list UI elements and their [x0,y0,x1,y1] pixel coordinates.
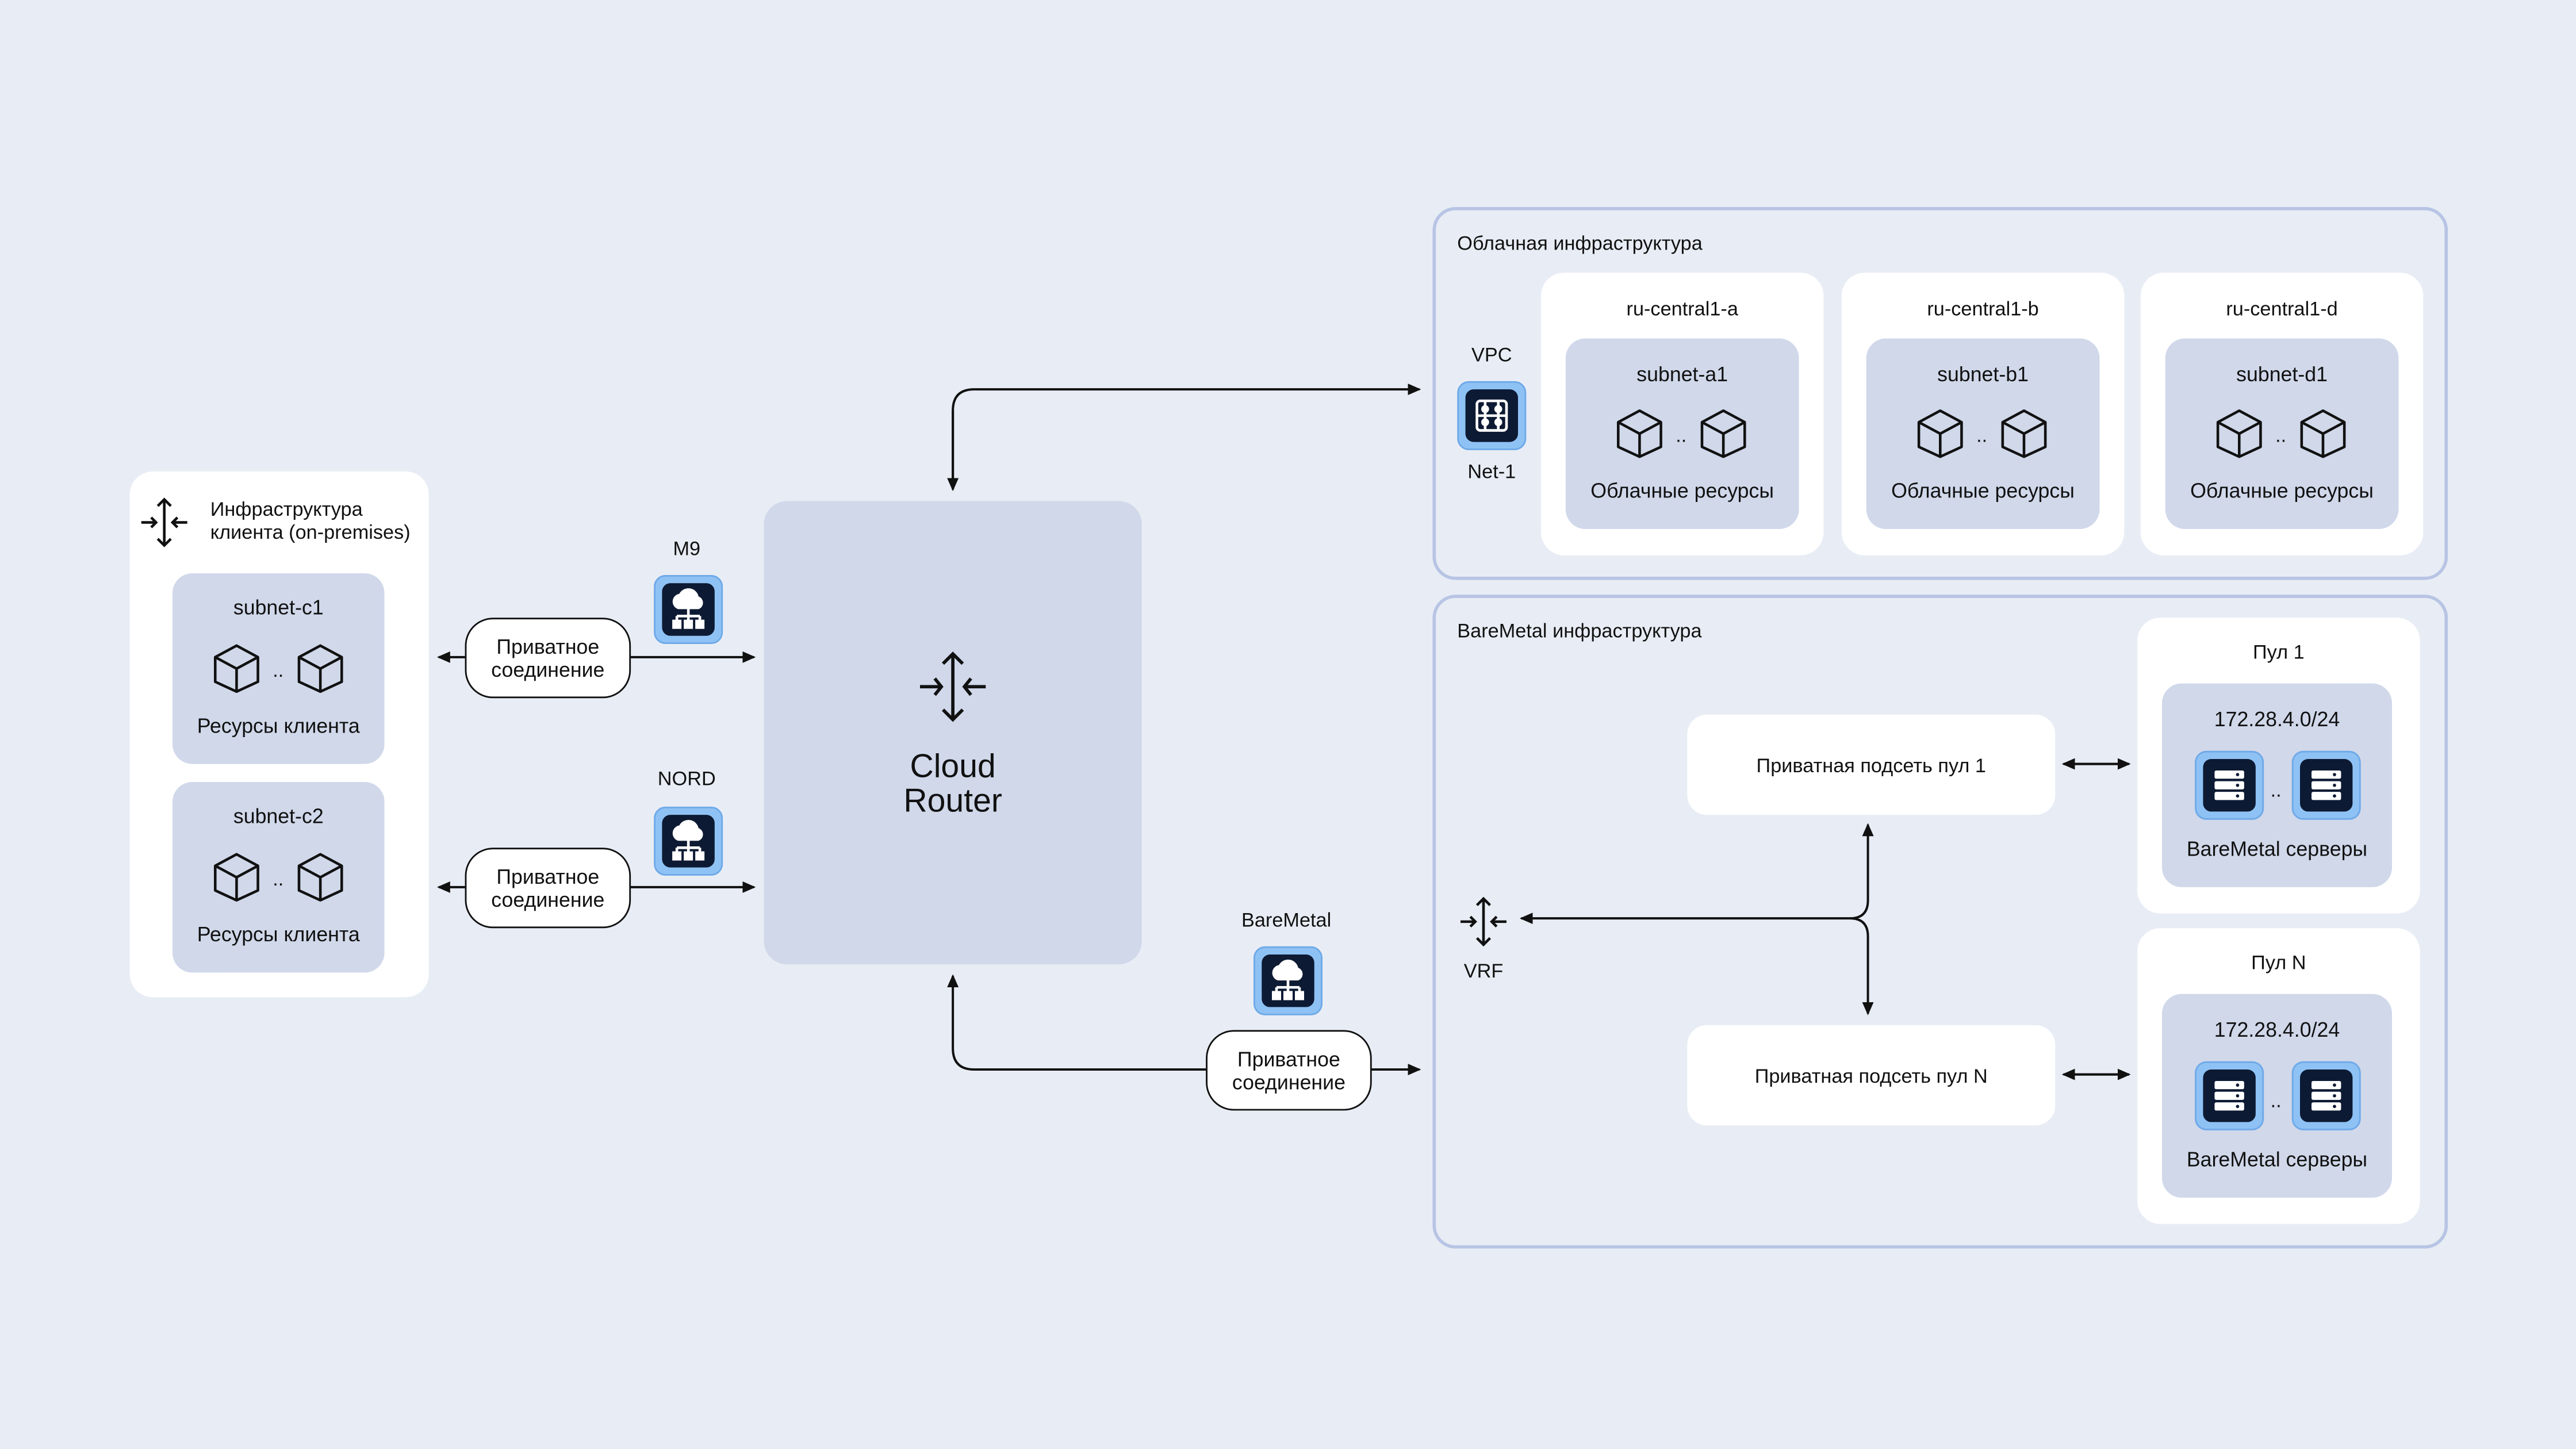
zone-ru-central1-d: ru-central1-d subnet-d1 .. Облачные ресу… [2140,273,2424,555]
cube-icon [1615,408,1665,469]
subnet-label: subnet-d1 [2236,363,2328,386]
server-icon [2195,750,2264,820]
client-title-line2: клиента (on-premises) [210,520,411,544]
pool-1: Пул 1 172.28.4.0/24 .. BareMetal серверы [2137,618,2420,914]
pill-line1: Приватное [496,635,600,658]
zone-label: ru-central1-b [1927,297,2039,321]
ellipsis: .. [273,867,284,891]
m9-label: M9 [673,537,701,561]
arrow-to-router-bm [947,974,1206,1071]
vrf-label: VRF [1463,959,1504,983]
pill-line1: Приватное [496,865,600,888]
server-icon [2291,1061,2361,1130]
pool-1-subnet-box: 172.28.4.0/24 .. BareMetal серверы [2162,683,2392,887]
zone-ru-central1-b: ru-central1-b subnet-b1 .. Облачные ресу… [1841,273,2125,555]
server-icon [2291,750,2361,820]
private-subnet-label: Приватная подсеть пул N [1754,1064,1988,1087]
subnet-d1-box: subnet-d1 .. Облачные ресурсы [2165,338,2399,529]
pool-title: Пул 1 [2253,641,2305,664]
subnet-caption: Облачные ресурсы [1891,480,2075,503]
cloud-infra-title: Облачная инфраструктура [1457,231,1703,255]
subnet-c1-box: subnet-c1 .. Ресурсы клиента [172,573,385,764]
baremetal-connection-label: BareMetal [1241,908,1332,931]
cloud-infrastructure-panel: Облачная инфраструктура VPC Net-1 ru-cen… [1432,207,2448,580]
cloud-router-line2: Router [903,783,1002,820]
subnet-c2-caption: Ресурсы клиента [197,923,360,946]
subnet-c1-label: subnet-c1 [233,596,324,620]
pool-caption: BareMetal серверы [2186,838,2368,861]
private-connection-nord[interactable]: Приватное соединение [465,848,631,929]
private-subnet-label: Приватная подсеть пул 1 [1756,753,1986,776]
ellipsis: .. [2270,779,2282,802]
cloud-interconnect-icon [1254,946,1322,1015]
pill-line1: Приватное [1237,1047,1340,1071]
private-connection-m9[interactable]: Приватное соединение [465,618,631,699]
subnet-label: subnet-a1 [1636,363,1728,386]
vrf-router-icon [1455,894,1511,949]
ellipsis: .. [2275,424,2287,447]
pill-line2: соединение [491,888,605,911]
cube-icon [212,851,262,912]
pill-line2: соединение [1232,1070,1346,1094]
cube-icon [296,642,345,703]
cube-icon [1915,408,1965,469]
ellipsis: .. [273,658,284,682]
baremetal-infrastructure-panel: BareMetal инфраструктура VRF Приватная п… [1432,595,2448,1249]
pool-cidr: 172.28.4.0/24 [2214,708,2340,731]
pool-cidr: 172.28.4.0/24 [2214,1018,2340,1042]
subnet-caption: Облачные ресурсы [2190,480,2374,503]
zone-label: ru-central1-a [1626,297,1738,321]
baremetal-infra-title: BareMetal инфраструктура [1457,619,1702,643]
private-subnet-pool-n[interactable]: Приватная подсеть пул N [1687,1025,2056,1126]
private-connection-baremetal[interactable]: Приватное соединение [1206,1030,1372,1111]
pool-title: Пул N [2251,951,2306,975]
cube-icon [296,851,345,912]
router-arrows-icon [136,494,192,550]
vpc-label: VPC [1471,343,1512,367]
cube-icon [2214,408,2264,469]
cube-icon [212,642,262,703]
ellipsis: .. [2270,1089,2282,1113]
cloud-router-icon [915,649,990,724]
net-label: Net-1 [1467,460,1516,483]
private-subnet-pool-1[interactable]: Приватная подсеть пул 1 [1687,714,2056,815]
subnet-c2-label: subnet-c2 [233,805,324,828]
vpc-network-icon [1457,381,1527,450]
subnet-b1-box: subnet-b1 .. Облачные ресурсы [1866,338,2100,529]
subnet-label: subnet-b1 [1937,363,2029,386]
cloud-router-box[interactable]: Cloud Router [764,501,1142,965]
cube-icon [1999,408,2049,469]
client-title: Инфраструктура клиента (on-premises) [210,498,411,544]
pool-n: Пул N 172.28.4.0/24 .. BareMetal серверы [2137,928,2420,1224]
pool-caption: BareMetal серверы [2186,1148,2368,1172]
cloud-router-line1: Cloud [910,749,996,785]
zone-ru-central1-a: ru-central1-a subnet-a1 .. Облачные ресу… [1541,273,1824,555]
client-title-line1: Инфраструктура [210,497,363,521]
subnet-c2-box: subnet-c2 .. Ресурсы клиента [172,782,385,973]
subnet-a1-box: subnet-a1 .. Облачные ресурсы [1565,338,1799,529]
nord-label: NORD [657,767,716,791]
cube-icon [2298,408,2348,469]
client-infrastructure-panel: Инфраструктура клиента (on-premises) sub… [129,471,429,998]
cloud-interconnect-icon [654,806,723,876]
pool-n-subnet-box: 172.28.4.0/24 .. BareMetal серверы [2162,994,2392,1198]
subnet-caption: Облачные ресурсы [1590,480,1774,503]
arrow-to-subnet-poolN [1850,917,1874,1015]
server-icon [2195,1061,2264,1130]
cloud-interconnect-icon [654,575,723,644]
ellipsis: .. [1676,424,1687,447]
cube-icon [1699,408,1748,469]
arrow-router-cloud [952,384,1421,480]
zone-label: ru-central1-d [2226,297,2338,321]
cloud-router-title: Cloud Router [764,749,1142,820]
pill-line2: соединение [491,658,605,681]
subnet-c1-caption: Ресурсы клиента [197,714,360,738]
ellipsis: .. [1976,424,1988,447]
